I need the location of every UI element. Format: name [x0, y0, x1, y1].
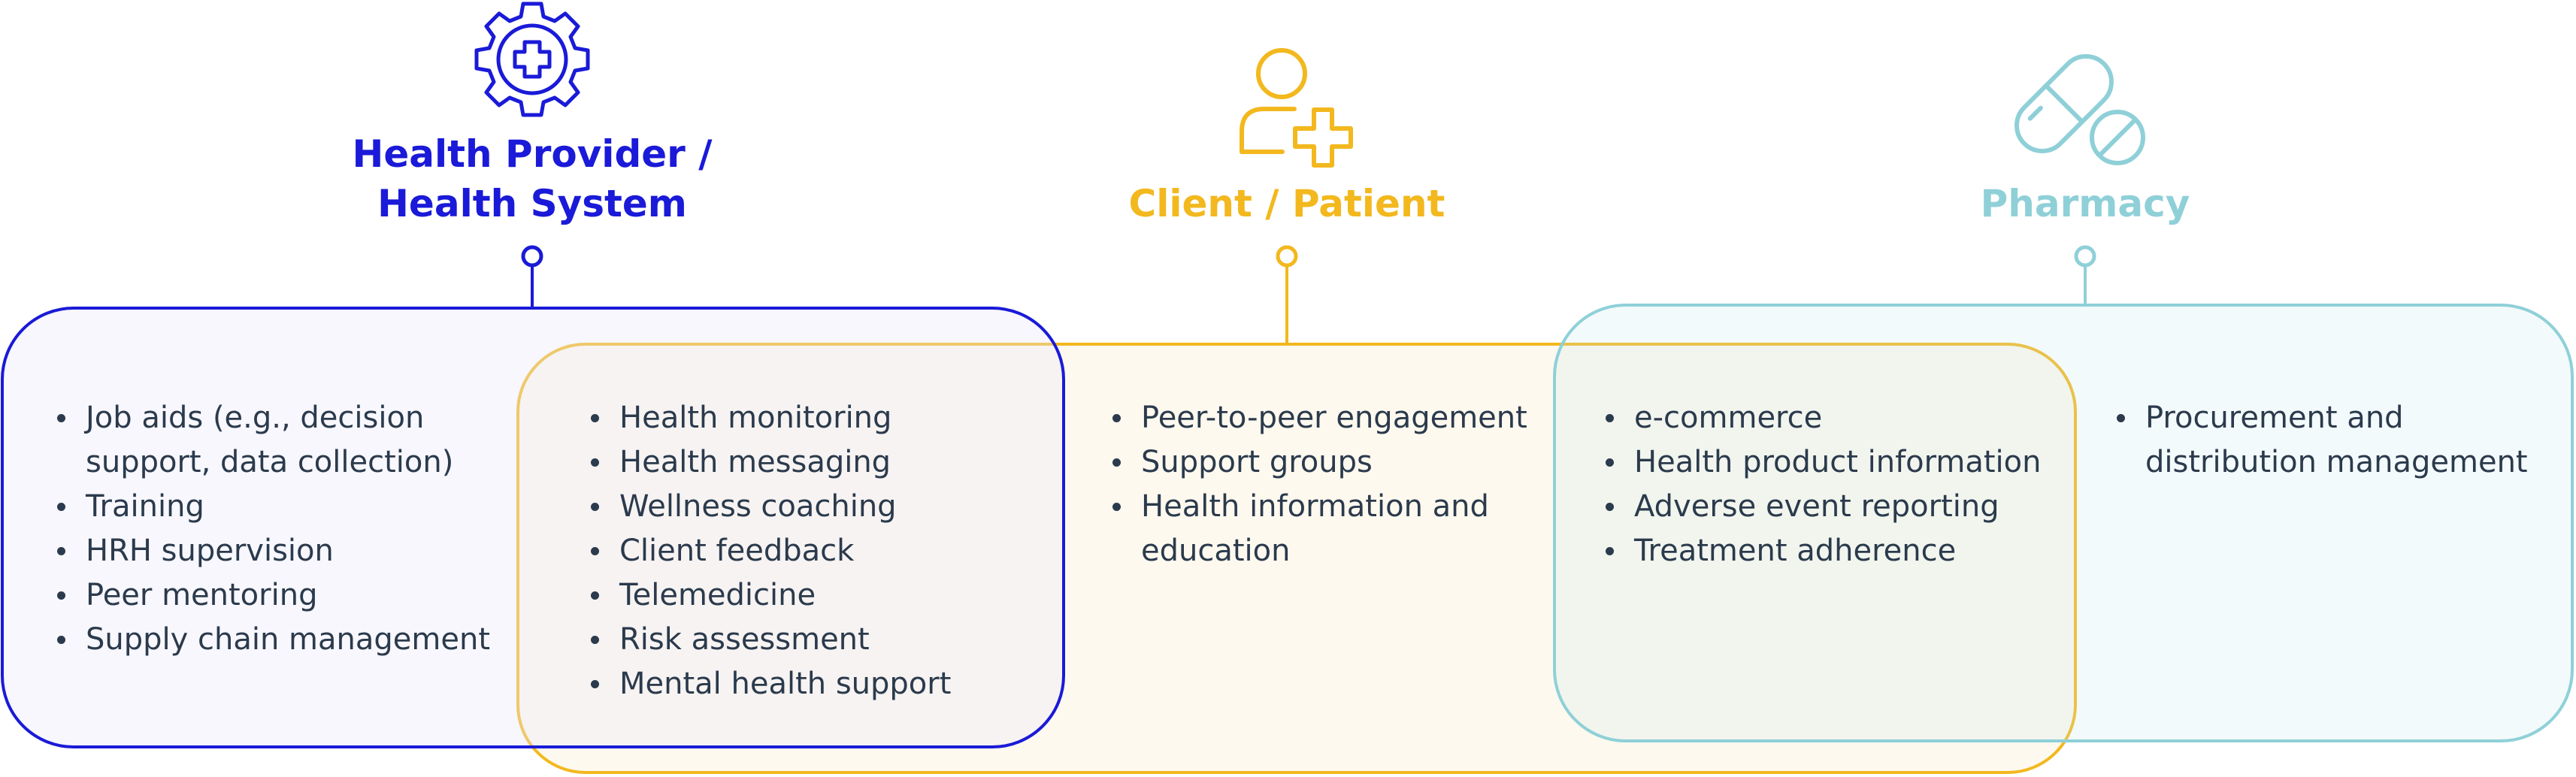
list-item-line: distribution management	[2145, 445, 2528, 479]
provider-connector-dot	[521, 245, 543, 268]
pharmacy-region	[1553, 304, 2574, 742]
list-item: Wellness coaching	[588, 485, 951, 529]
client-region	[516, 343, 2077, 774]
list-item-line: Telemedicine	[619, 578, 816, 612]
list-item: Support groups	[1109, 440, 1527, 485]
list-item: Training	[54, 485, 490, 529]
pharmacy-heading-line-1: Pharmacy	[1980, 182, 2190, 225]
list-item-line: Health information and	[1141, 489, 1489, 524]
pharmacy-heading: Pharmacy	[1860, 179, 2311, 228]
list-item-line: Supply chain management	[86, 622, 491, 657]
list-item-line: Client feedback	[619, 534, 855, 568]
gear-with-medical-cross-icon	[474, 2, 590, 117]
list-item: Health messaging	[588, 440, 951, 485]
pill-capsule-and-tablet-icon	[2014, 54, 2145, 165]
client-pharmacy-list: e-commerce Health product information Ad…	[1603, 396, 2041, 573]
list-item: Adverse event reporting	[1603, 485, 2041, 529]
list-item-line: Training	[86, 489, 204, 524]
list-item-line: Treatment adherence	[1634, 534, 1957, 568]
list-item: e-commerce	[1603, 396, 2041, 440]
list-item-line: Support groups	[1141, 445, 1373, 479]
list-item: Procurement and distribution management	[2114, 396, 2528, 485]
list-item-line: Peer-to-peer engagement	[1141, 401, 1527, 435]
pharmacy-only-list: Procurement and distribution management	[2114, 396, 2528, 485]
list-item-line: Health product information	[1634, 445, 2042, 479]
list-item-line: Procurement and	[2145, 401, 2404, 435]
client-connector-dot	[1276, 245, 1298, 268]
provider-heading-line-2: Health System	[377, 182, 687, 225]
list-item: Mental health support	[588, 662, 951, 706]
list-item-line: Job aids (e.g., decision	[86, 401, 425, 435]
list-item: Health monitoring	[588, 396, 951, 440]
client-heading-line-1: Client / Patient	[1128, 182, 1445, 225]
list-item-line: Wellness coaching	[619, 489, 897, 524]
list-item-line: Mental health support	[619, 667, 952, 701]
provider-client-list: Health monitoring Health messaging Welln…	[588, 396, 951, 706]
list-item: Risk assessment	[588, 618, 951, 662]
list-item-line: support, data collection)	[86, 445, 454, 479]
provider-only-list: Job aids (e.g., decision support, data c…	[54, 396, 490, 662]
list-item: Peer-to-peer engagement	[1109, 396, 1527, 440]
client-heading: Client / Patient	[1061, 179, 1512, 228]
list-item-line: Risk assessment	[619, 622, 870, 657]
list-item-line: Health monitoring	[619, 401, 892, 435]
list-item: Treatment adherence	[1603, 529, 2041, 573]
list-item: Telemedicine	[588, 573, 951, 618]
list-item-line: e-commerce	[1634, 401, 1823, 435]
list-item-line: HRH supervision	[86, 534, 334, 568]
list-item: HRH supervision	[54, 529, 490, 573]
person-with-plus-icon	[1240, 48, 1353, 168]
list-item: Supply chain management	[54, 618, 490, 662]
list-item-line: Adverse event reporting	[1634, 489, 1999, 524]
provider-heading: Health Provider / Health System	[307, 129, 758, 228]
list-item-line: Health messaging	[619, 445, 891, 479]
list-item-line: Peer mentoring	[86, 578, 318, 612]
list-item-line: education	[1141, 534, 1291, 568]
provider-heading-line-1: Health Provider /	[352, 132, 713, 176]
list-item: Client feedback	[588, 529, 951, 573]
list-item: Health information and education	[1109, 485, 1527, 573]
list-item: Job aids (e.g., decision support, data c…	[54, 396, 490, 485]
list-item: Health product information	[1603, 440, 2041, 485]
list-item: Peer mentoring	[54, 573, 490, 618]
pharmacy-connector-dot	[2074, 245, 2096, 268]
client-only-list: Peer-to-peer engagement Support groups H…	[1109, 396, 1527, 573]
